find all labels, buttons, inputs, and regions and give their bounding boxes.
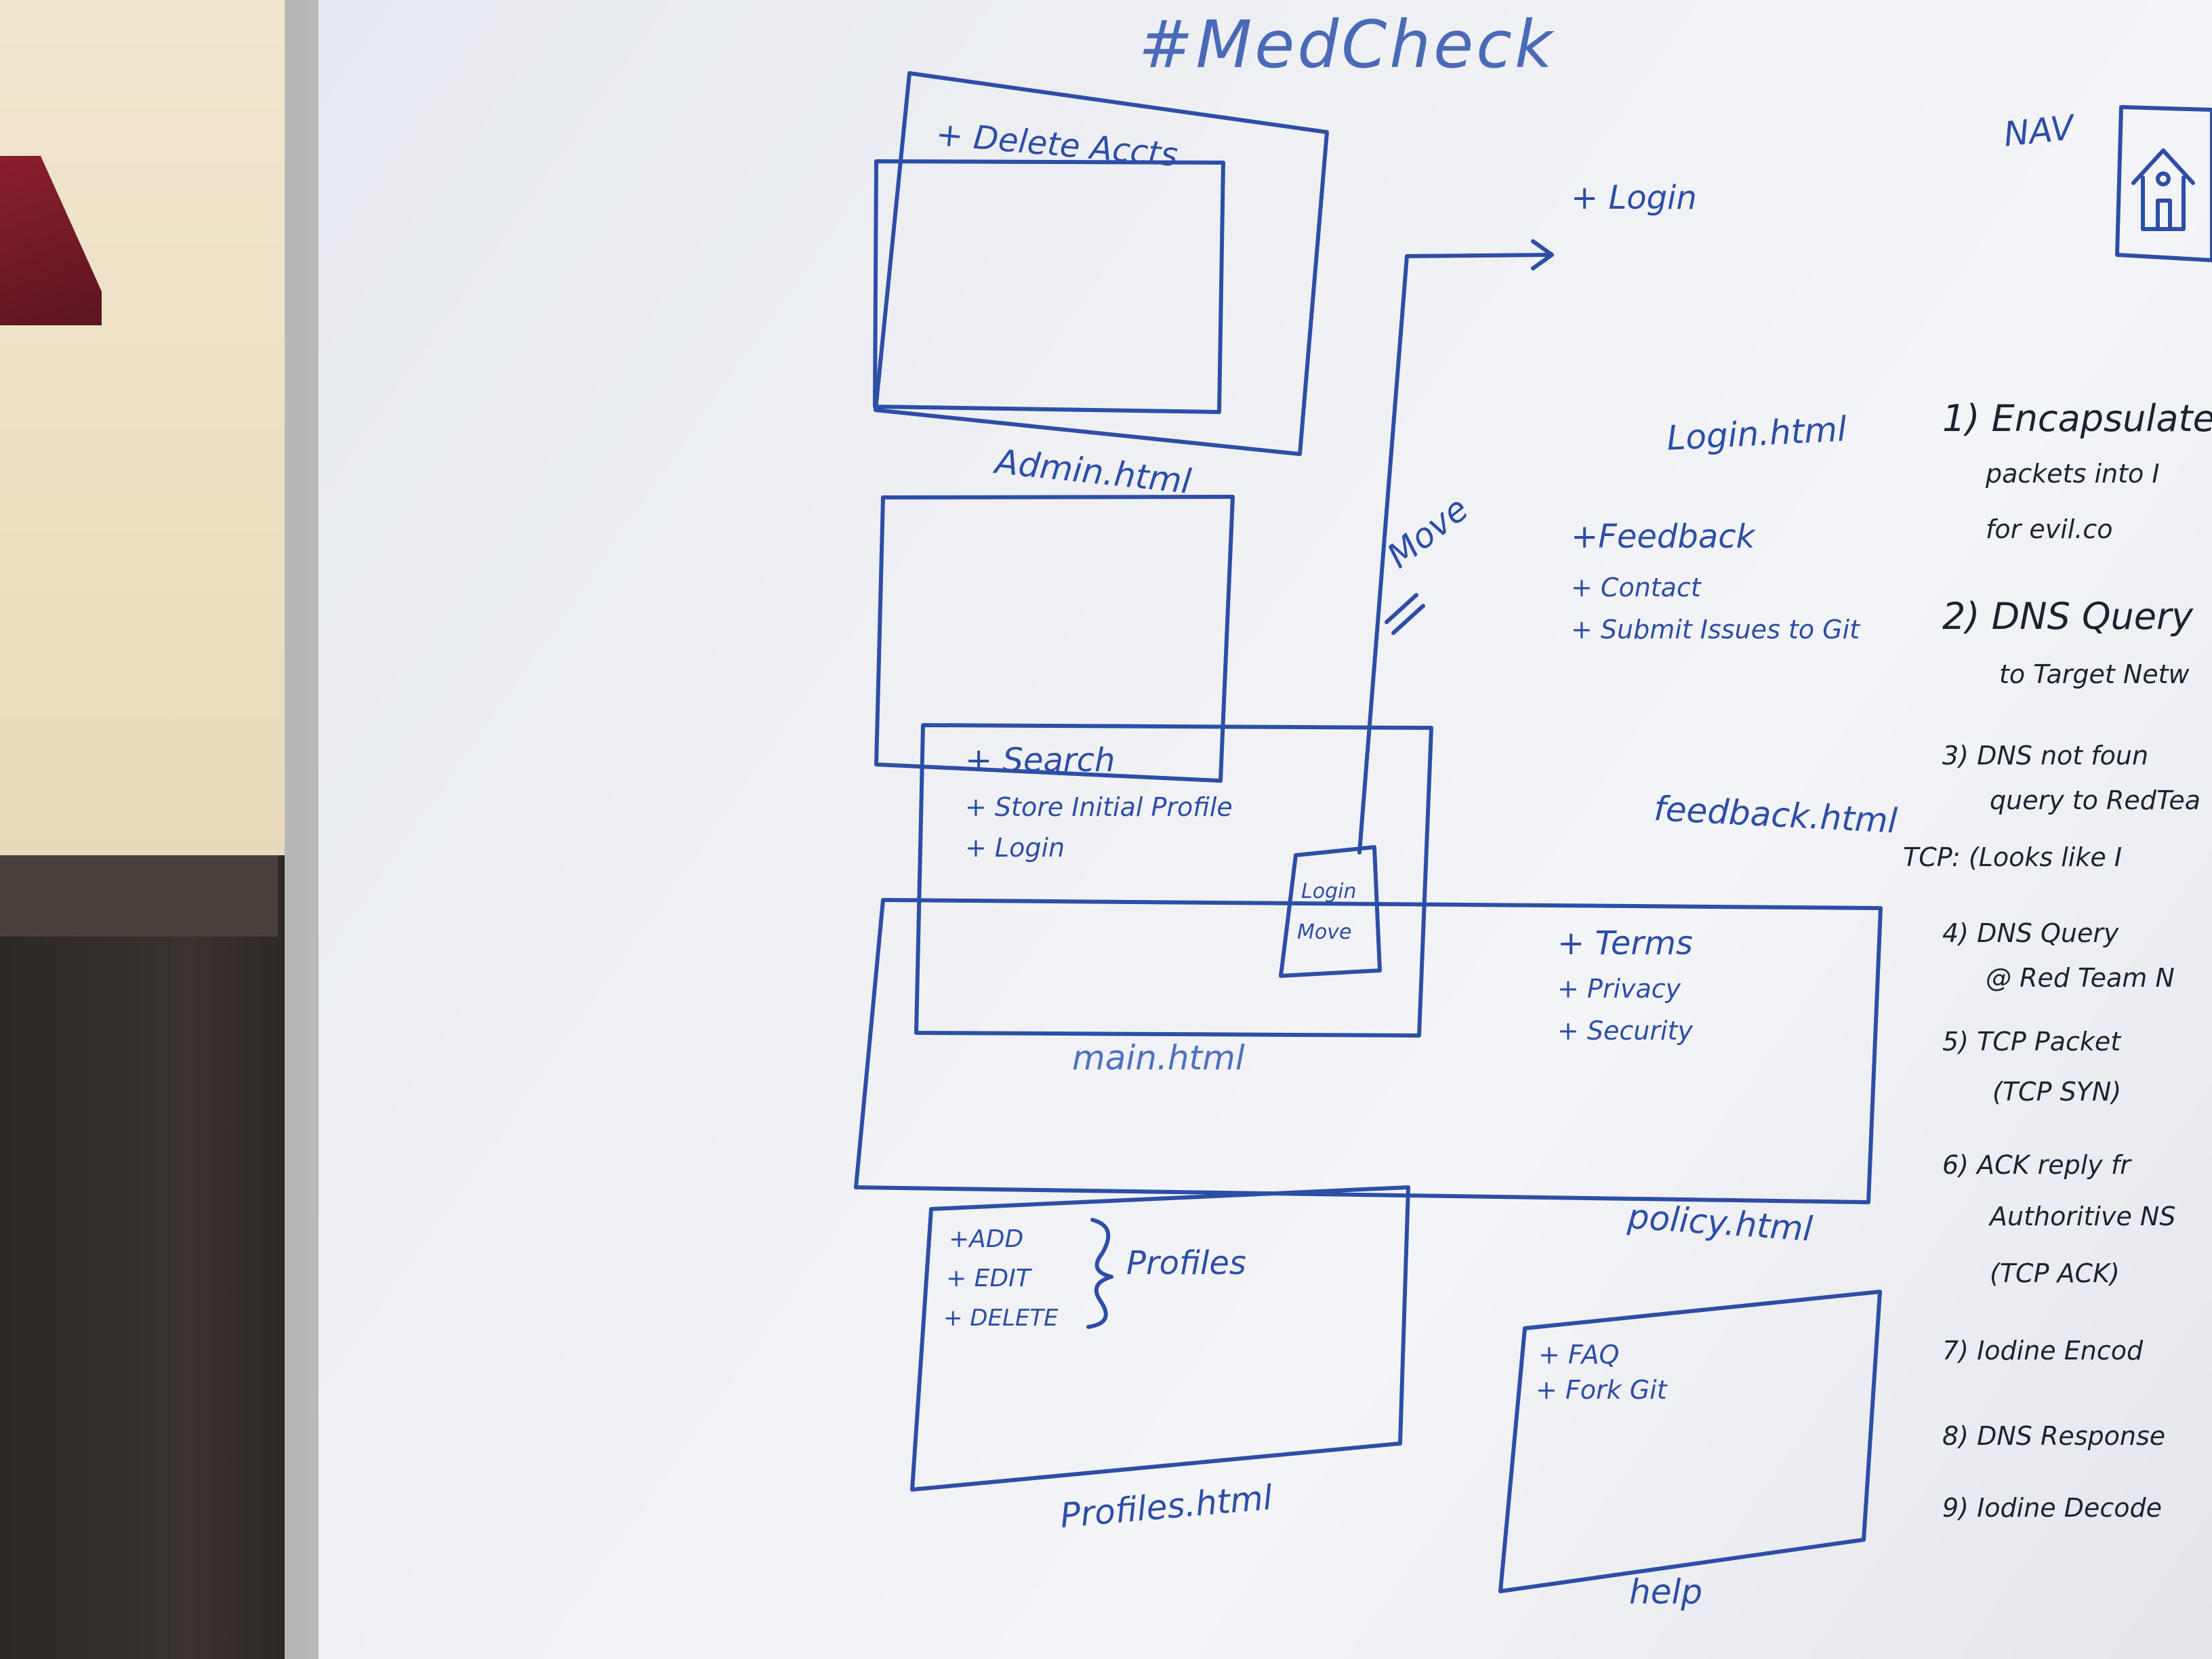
profiles-box [910,1185,1410,1492]
note-line: 4) DNS Query [1942,918,2119,948]
main-box [914,723,1433,1038]
move-underline-1 [1385,593,1418,624]
main-label: main.html [1072,1038,1245,1078]
note-line: TCP: (Looks like I [1903,842,2123,872]
feedback-item-3: + Submit Issues to Git [1571,615,1860,644]
note-line: 8) DNS Response [1942,1421,2166,1451]
note-line: 6) ACK reply fr [1942,1150,2131,1180]
note-line: query to RedTea [1990,785,2201,815]
nav-label: NAV [2002,108,2076,155]
note-line: Authoritive NS [1990,1202,2176,1231]
admin-box [874,71,1329,456]
note-line: to Target Netw [1999,659,2190,689]
help-item-1: + FAQ [1538,1340,1620,1370]
note-line: 2) DNS Query [1942,595,2194,638]
feedback-item-1: +Feedback [1571,518,1755,556]
profiles-item-1: +ADD [949,1225,1024,1253]
main-item-1: + Search [965,741,1115,779]
note-line: (TCP ACK) [1990,1258,2120,1288]
policy-item-1: + Terms [1557,924,1693,962]
feedback-item-2: + Contact [1571,573,1701,602]
note-line: 3) DNS not foun [1942,741,2149,771]
cabinet [0,855,319,1659]
cabinet-top [0,855,278,937]
note-line: for evil.co [1986,514,2113,544]
profiles-group-label: Profiles [1126,1244,1246,1282]
help-box [1498,1290,1882,1593]
nav-box [2115,105,2212,262]
login-move-line-2: Move [1297,920,1352,944]
note-line: packets into I [1986,459,2160,489]
help-item-2: + Fork Git [1536,1375,1667,1405]
policy-item-3: + Security [1557,1016,1693,1046]
move-underline-2 [1391,604,1425,635]
note-line: 1) Encapsulate [1942,397,2212,440]
policy-box [854,898,1883,1204]
note-line: 7) Iodine Encod [1942,1336,2144,1366]
whiteboard [319,0,2212,1659]
note-line: @ Red Team N [1986,963,2175,993]
profiles-item-2: + EDIT [946,1265,1031,1292]
profiles-item-3: + DELETE [943,1305,1059,1332]
note-line: 9) Iodine Decode [1942,1493,2163,1523]
note-line: 5) TCP Packet [1942,1027,2121,1057]
main-item-2: + Store Initial Profile [965,792,1233,822]
profiles-brace [1086,1218,1113,1329]
board-title: #MedCheck [1139,7,1555,83]
help-label: help [1629,1572,1703,1612]
login-item-1: + Login [1571,179,1697,217]
policy-item-2: + Privacy [1557,974,1681,1004]
arrow-head [1531,239,1554,270]
login-move-line-1: Login [1301,880,1357,903]
house-icon [2131,148,2195,231]
arrow-line [1357,253,1554,855]
note-line: (TCP SYN) [1992,1077,2122,1107]
main-item-3: + Login [965,833,1065,863]
login-box [873,159,1225,414]
feedback-box [874,495,1235,783]
login-move-box [1279,845,1382,978]
